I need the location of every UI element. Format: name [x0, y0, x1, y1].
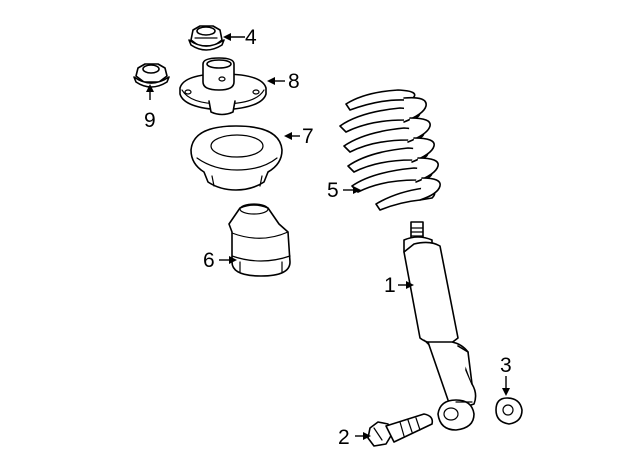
- part-8-upper-mount[interactable]: [179, 57, 267, 116]
- callout-3: 3: [500, 354, 512, 377]
- callout-4: 4: [245, 26, 257, 49]
- leader-lines: [146, 33, 510, 440]
- part-7-spring-seat[interactable]: [190, 125, 283, 191]
- part-6-jounce-bumper[interactable]: [228, 203, 291, 277]
- part-2-bolt[interactable]: [367, 413, 434, 447]
- callout-9: 9: [144, 109, 156, 132]
- callout-6: 6: [203, 249, 215, 272]
- callout-5: 5: [327, 179, 339, 202]
- callout-8: 8: [288, 70, 300, 93]
- part-4-upper-nut[interactable]: [188, 25, 225, 51]
- callout-labels: 4 9 8 7 5 6 1 2 3: [144, 26, 512, 449]
- part-3-nut[interactable]: [495, 397, 523, 425]
- callout-1: 1: [384, 274, 396, 297]
- part-5-coil-spring[interactable]: [339, 89, 441, 211]
- callout-2: 2: [338, 426, 350, 449]
- part-9-nut[interactable]: [133, 63, 170, 88]
- callout-7: 7: [302, 125, 314, 148]
- part-1-strut[interactable]: [403, 221, 477, 431]
